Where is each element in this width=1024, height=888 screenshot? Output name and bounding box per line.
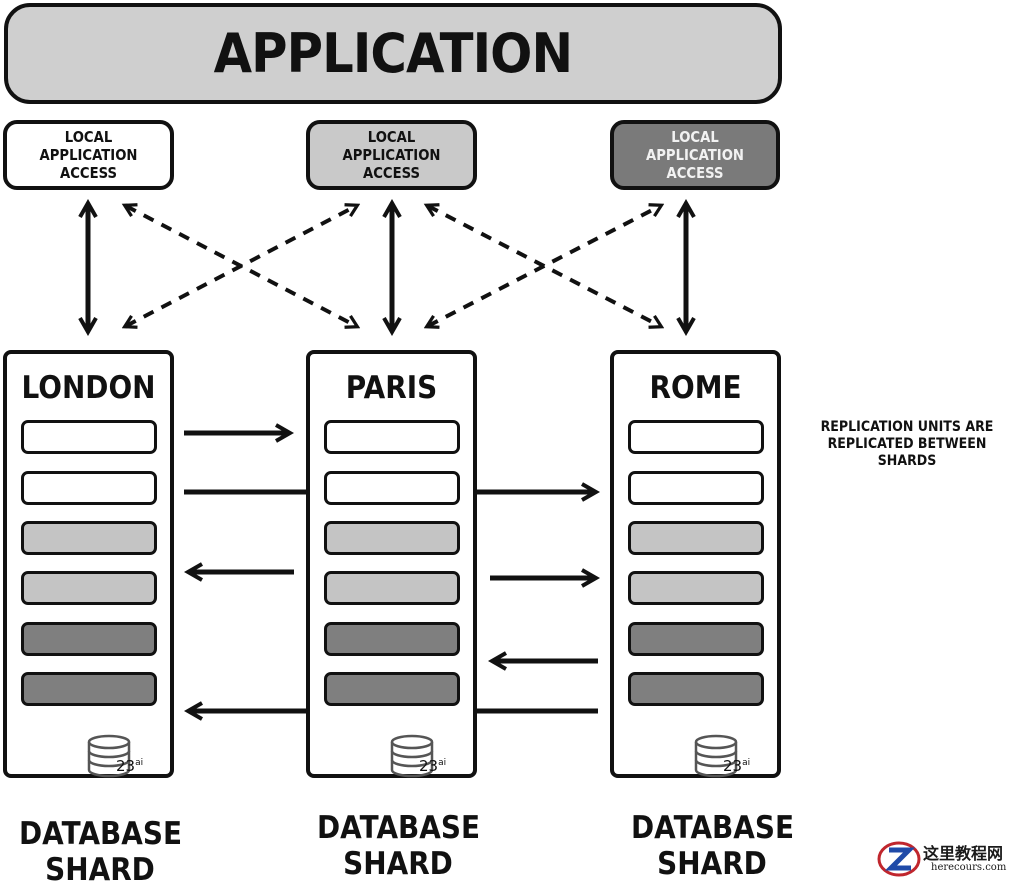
- replication-unit: [21, 672, 157, 706]
- database-icon: [390, 734, 434, 778]
- replication-unit: [324, 571, 460, 605]
- access-label-line1: LOCAL APPLICATION: [39, 128, 138, 164]
- access-label-line2: ACCESS: [666, 164, 724, 182]
- shard-city-name: ROME: [649, 370, 742, 406]
- database-icon: [694, 734, 738, 778]
- replication-unit: [21, 471, 157, 505]
- replication-unit: [21, 521, 157, 555]
- access-label-line2: ACCESS: [59, 164, 118, 182]
- watermark-chinese-text: 这里教程网: [923, 844, 1004, 863]
- replication-unit: [324, 521, 460, 555]
- replication-unit: [324, 622, 460, 656]
- local-access-rome: LOCAL APPLICATION ACCESS: [610, 120, 780, 190]
- watermark-site-text: herecours.com: [931, 862, 1007, 873]
- shard-rome: ROME 23ai: [610, 350, 781, 778]
- shard-city-name: PARIS: [345, 370, 438, 406]
- replication-unit: [628, 571, 764, 605]
- replication-unit: [628, 420, 764, 454]
- version-label: 23ai: [116, 757, 144, 775]
- replication-unit: [628, 471, 764, 505]
- access-label-line1: LOCAL APPLICATION: [646, 128, 744, 164]
- shard-london: LONDON 23ai: [3, 350, 174, 778]
- replication-unit: [21, 571, 157, 605]
- dashed-arrow-paris-to-london-access: [121, 203, 361, 329]
- access-label-line2: ACCESS: [362, 164, 421, 182]
- version-label: 23ai: [723, 757, 751, 775]
- watermark-logo-icon: [877, 841, 921, 877]
- local-access-london: LOCAL APPLICATION ACCESS: [3, 120, 174, 190]
- shard-city-name: LONDON: [21, 370, 156, 406]
- replication-unit: [628, 521, 764, 555]
- replication-note: REPLICATION UNITS ARE REPLICATED BETWEEN…: [820, 419, 994, 469]
- replication-unit: [324, 672, 460, 706]
- dashed-arrow-rome-to-paris-access: [423, 203, 665, 329]
- database-icon: [87, 734, 131, 778]
- access-label-line1: LOCAL APPLICATION: [342, 128, 441, 164]
- application-bar: APPLICATION: [4, 3, 782, 104]
- replication-unit: [628, 672, 764, 706]
- watermark: 这里教程网 herecours.com: [877, 838, 1022, 880]
- local-access-paris: LOCAL APPLICATION ACCESS: [306, 120, 477, 190]
- shard-paris: PARIS 23ai: [306, 350, 477, 778]
- replication-unit: [21, 420, 157, 454]
- replication-unit: [21, 622, 157, 656]
- replication-unit: [324, 420, 460, 454]
- replication-unit: [324, 471, 460, 505]
- replication-unit: [628, 622, 764, 656]
- version-label: 23ai: [419, 757, 447, 775]
- application-title: APPLICATION: [213, 22, 573, 85]
